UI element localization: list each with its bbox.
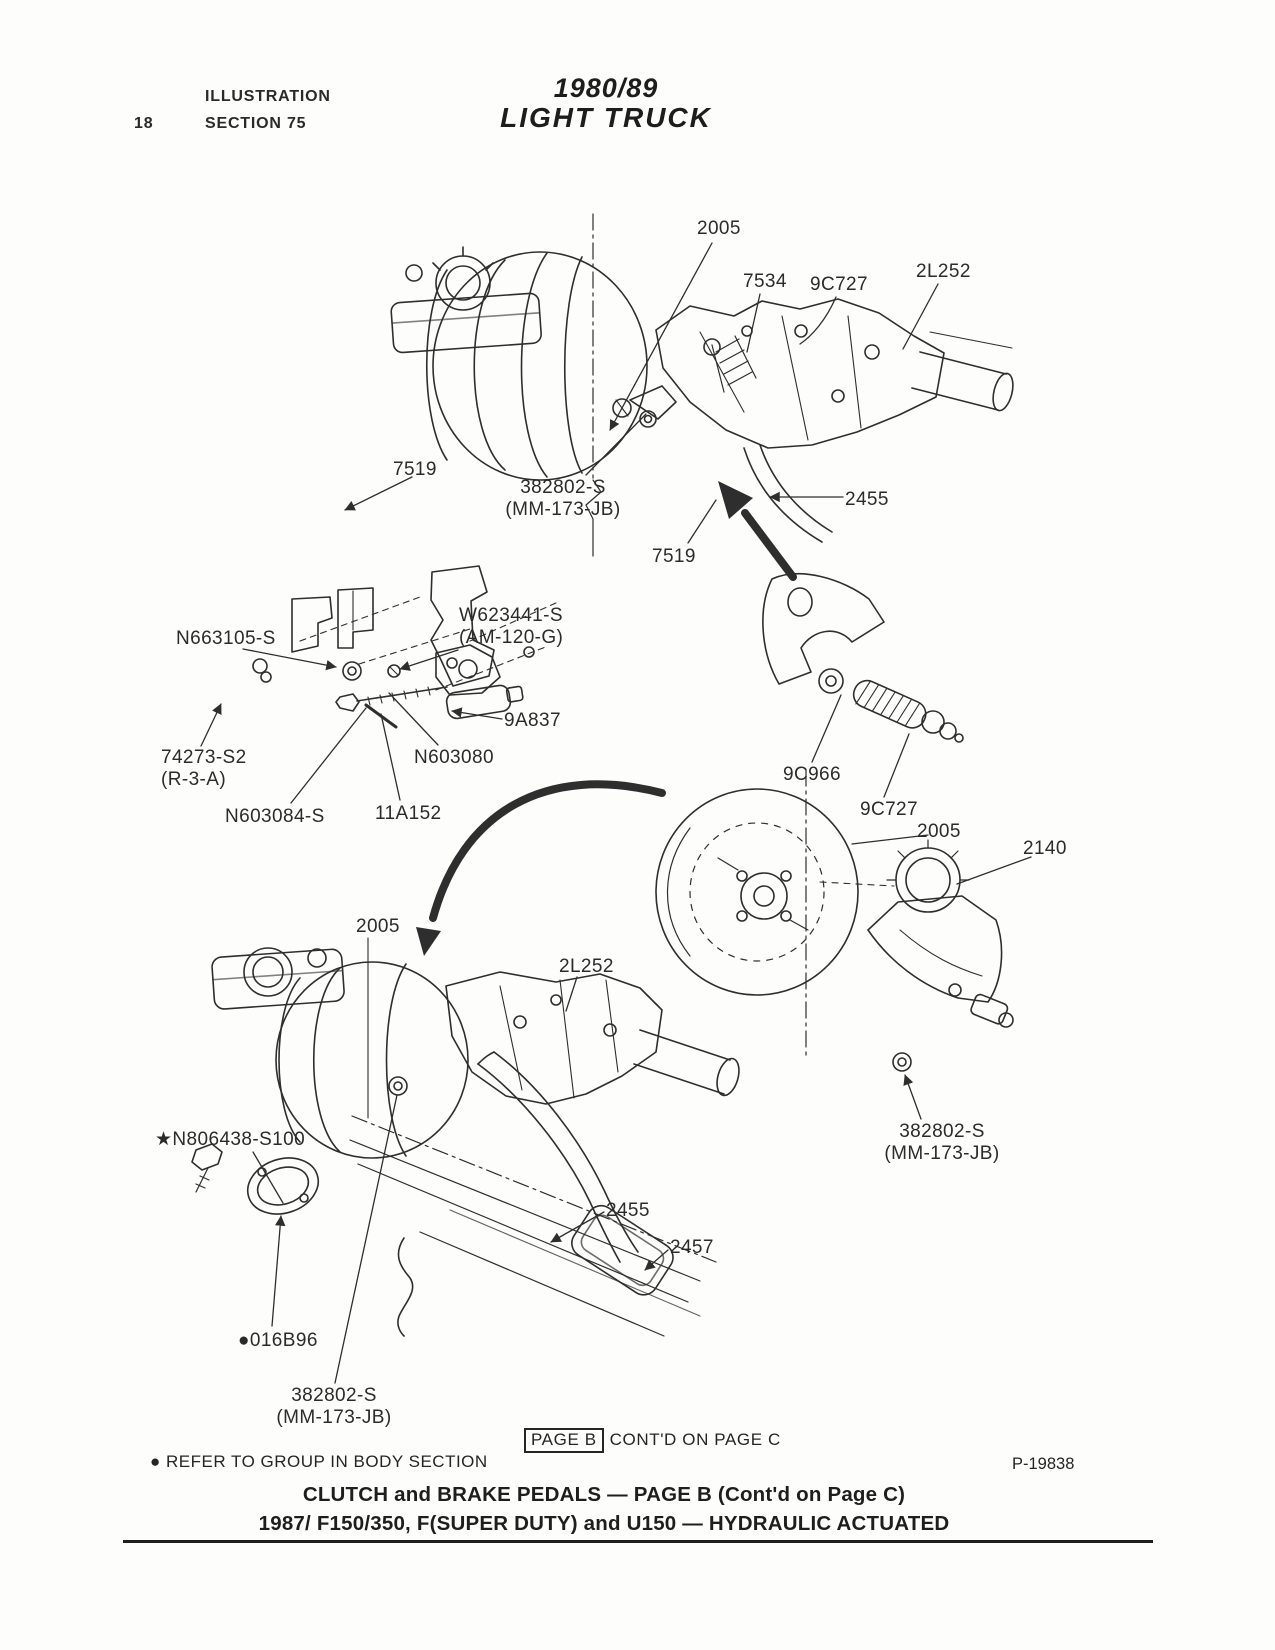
callout-382802-top-line2: (MM-173-JB) — [505, 499, 621, 521]
bottom-rule — [123, 1540, 1153, 1543]
callout-2005-bottom: 2005 — [356, 916, 400, 937]
callout-2140: 2140 — [1023, 838, 1067, 859]
header-section-label: SECTION 75 — [205, 115, 307, 132]
callout-382802-bottom: 382802-S (MM-173-JB) — [270, 1385, 398, 1430]
callout-2005-mid: 2005 — [917, 821, 961, 842]
callout-2455-bottom: 2455 — [606, 1200, 650, 1221]
callout-74273-line2: (R-3-A) — [161, 769, 227, 791]
callout-w623441-line2: (AM-120-G) — [459, 627, 564, 649]
callout-n603080: N603080 — [414, 747, 494, 768]
plate-number: P-19838 — [1012, 1455, 1075, 1473]
callout-2457: 2457 — [670, 1237, 714, 1258]
callout-n663105: N663105-S — [176, 628, 276, 649]
booster-rear-drawing — [655, 769, 859, 1059]
title-vehicle: LIGHT TRUCK — [500, 102, 712, 134]
callout-7519-b: 7519 — [652, 546, 696, 567]
master-cylinder-drawing — [819, 839, 1014, 1072]
callout-382802-bottom-line2: (MM-173-JB) — [276, 1407, 392, 1429]
callout-382802-right-line1: 382802-S — [899, 1121, 985, 1142]
body-section-note: ● REFER TO GROUP IN BODY SECTION — [150, 1452, 488, 1471]
callout-11a152: 11A152 — [375, 803, 442, 824]
pedal-assembly-drawing — [191, 947, 740, 1337]
page-title: 1980/89 LIGHT TRUCK — [500, 74, 712, 135]
callout-7519-a: 7519 — [393, 459, 437, 480]
callout-382802-right: 382802-S (MM-173-JB) — [878, 1121, 1006, 1166]
title-year-range: 1980/89 — [553, 73, 659, 103]
callout-2005-top: 2005 — [697, 218, 741, 239]
callout-2l252-bottom: 2L252 — [559, 956, 614, 977]
callout-7534: 7534 — [743, 271, 787, 292]
callout-382802-top: 382802-S (MM-173-JB) — [497, 477, 629, 522]
callout-382802-bottom-line1: 382802-S — [291, 1385, 377, 1406]
callout-n603084: N603084-S — [225, 806, 325, 827]
callout-9c966: 9C966 — [783, 764, 841, 785]
flow-arrows — [416, 481, 797, 956]
callout-2l252-top: 2L252 — [916, 261, 971, 282]
callout-w623441-line1: W623441-S — [459, 605, 563, 626]
callout-9a837: 9A837 — [504, 710, 561, 731]
page-b-box: PAGE B — [524, 1428, 604, 1453]
callout-74273: 74273-S2 (R-3-A) — [161, 747, 247, 792]
callout-382802-right-line2: (MM-173-JB) — [884, 1143, 1000, 1165]
callout-9c727-mid: 9C727 — [860, 799, 918, 820]
callout-382802-top-line1: 382802-S — [520, 477, 606, 498]
callout-9c727-top: 9C727 — [810, 274, 868, 295]
callout-74273-line1: 74273-S2 — [161, 747, 247, 768]
pivot-parts-drawing — [252, 565, 557, 729]
contd-text: CONT'D ON PAGE C — [609, 1430, 781, 1449]
callout-2455-top: 2455 — [845, 489, 889, 510]
callout-016b96: ●016B96 — [238, 1330, 318, 1351]
caption-line1: CLUTCH and BRAKE PEDALS — PAGE B (Cont'd… — [302, 1483, 906, 1506]
callout-n806438: ★N806438-S100 — [155, 1129, 306, 1150]
leader-lines — [200, 242, 1032, 1384]
header-page-number: 18 — [134, 115, 154, 132]
page-continuation: PAGE B CONT'D ON PAGE C — [524, 1428, 781, 1453]
caption-line2: 1987/ F150/350, F(SUPER DUTY) and U150 —… — [258, 1512, 950, 1535]
callout-w623441: W623441-S (AM-120-G) — [459, 605, 563, 650]
header-illustration-label: ILLUSTRATION — [205, 88, 331, 105]
bracket-pushrod-drawing — [762, 572, 964, 743]
